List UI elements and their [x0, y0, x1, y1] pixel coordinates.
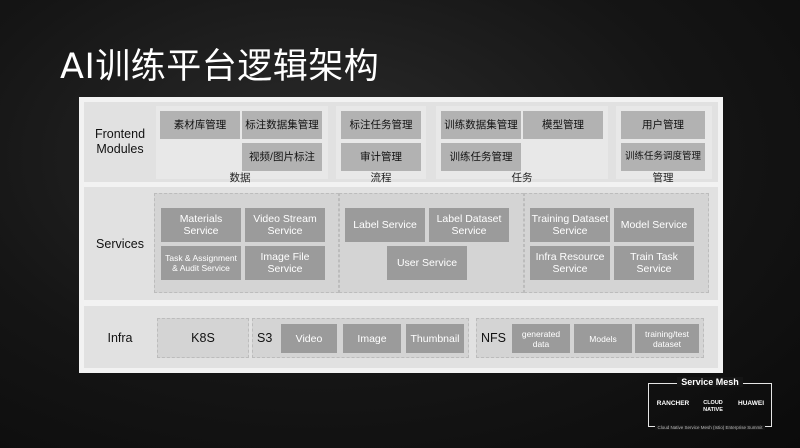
frontend-row-label: Frontend Modules [94, 127, 146, 156]
services-row-label: Services [96, 237, 144, 251]
service-box: Training Dataset Service [530, 208, 610, 242]
service-box: Label Service [345, 208, 425, 242]
service-box: Task & Assignment & Audit Service [161, 246, 241, 280]
frontend-module: 训练任务管理 [441, 143, 521, 171]
group-caption-process: 流程 [370, 172, 392, 184]
logo-title: Service Mesh [677, 377, 743, 387]
frontend-module: 模型管理 [523, 111, 603, 139]
frontend-module: 标注任务管理 [341, 111, 421, 139]
nfs-label: NFS [481, 331, 506, 345]
service-box: User Service [387, 246, 467, 280]
nfs-item: Models [574, 324, 632, 353]
logo-footer: Cloud Native Service Mesh (Istio) Enterp… [655, 425, 765, 430]
frontend-module: 训练任务调度管理 [621, 143, 705, 171]
nfs-item: generated data [512, 324, 570, 353]
frontend-module: 训练数据集管理 [441, 111, 521, 139]
infra-row-label: Infra [107, 331, 133, 345]
service-mesh-logo: Service Mesh RANCHER CLOUD NATIVE HUAWEI… [648, 377, 772, 430]
page-title: AI训练平台逻辑架构 [60, 47, 380, 87]
frontend-module: 审计管理 [341, 143, 421, 171]
huawei-logo: HUAWEI [738, 400, 764, 407]
service-box: Label Dataset Service [429, 208, 509, 242]
k8s-label: K8S [191, 331, 215, 345]
service-box: Image File Service [245, 246, 325, 280]
service-box: Infra Resource Service [530, 246, 610, 280]
service-box: Materials Service [161, 208, 241, 242]
architecture-panel: Frontend Modules 素材库管理 标注数据集管理 视频/图片标注 数… [79, 97, 723, 373]
service-box: Model Service [614, 208, 694, 242]
cloud-native-logo: CLOUD NATIVE [703, 400, 723, 413]
s3-item: Video [281, 324, 337, 353]
s3-item: Thumbnail [406, 324, 464, 353]
infra-k8s: K8S [157, 318, 249, 358]
frontend-module: 用户管理 [621, 111, 705, 139]
service-box: Video Stream Service [245, 208, 325, 242]
s3-label: S3 [257, 331, 273, 345]
rancher-logo: RANCHER [656, 400, 690, 407]
s3-item: Image [343, 324, 401, 353]
service-box: Train Task Service [614, 246, 694, 280]
group-caption-data: 数据 [229, 172, 251, 184]
frontend-module: 视频/图片标注 [242, 143, 322, 171]
frontend-module: 素材库管理 [160, 111, 240, 139]
frontend-module: 标注数据集管理 [242, 111, 322, 139]
group-caption-task: 任务 [511, 172, 533, 184]
nfs-item: training/test dataset [635, 324, 699, 353]
group-caption-manage: 管理 [652, 172, 674, 184]
